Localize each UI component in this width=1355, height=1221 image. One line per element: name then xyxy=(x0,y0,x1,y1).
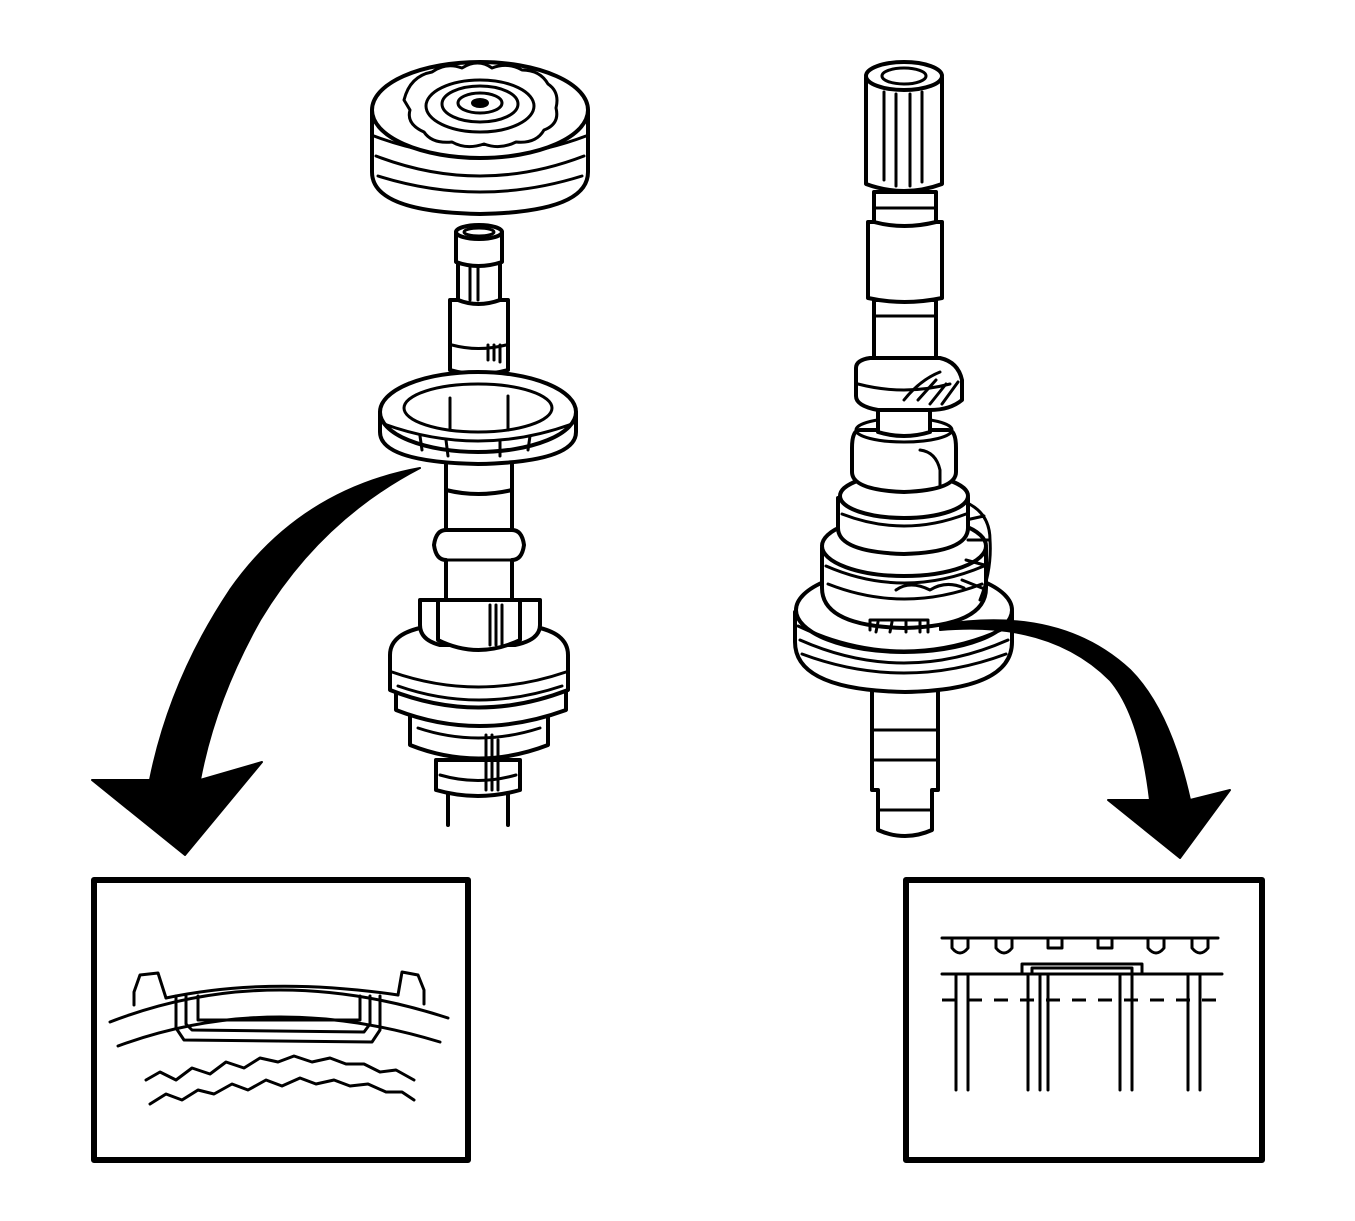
left-upper-gear xyxy=(370,60,590,216)
left-shaft-assembly xyxy=(370,60,590,827)
right-output-shaft-upper xyxy=(864,60,944,360)
right-callout-arrow xyxy=(939,619,1231,859)
detail-tooth-alignment xyxy=(903,877,1265,1163)
left-callout-arrow xyxy=(91,467,421,856)
left-synchronizer-blocker-ring xyxy=(378,370,578,466)
left-lower-gear xyxy=(388,598,570,798)
right-shift-collar xyxy=(850,356,964,494)
left-mainshaft xyxy=(432,223,526,602)
right-shaft-assembly xyxy=(793,60,1014,838)
right-output-shaft-lower xyxy=(870,688,940,838)
detail-synchronizer-ring-seating xyxy=(91,877,471,1163)
